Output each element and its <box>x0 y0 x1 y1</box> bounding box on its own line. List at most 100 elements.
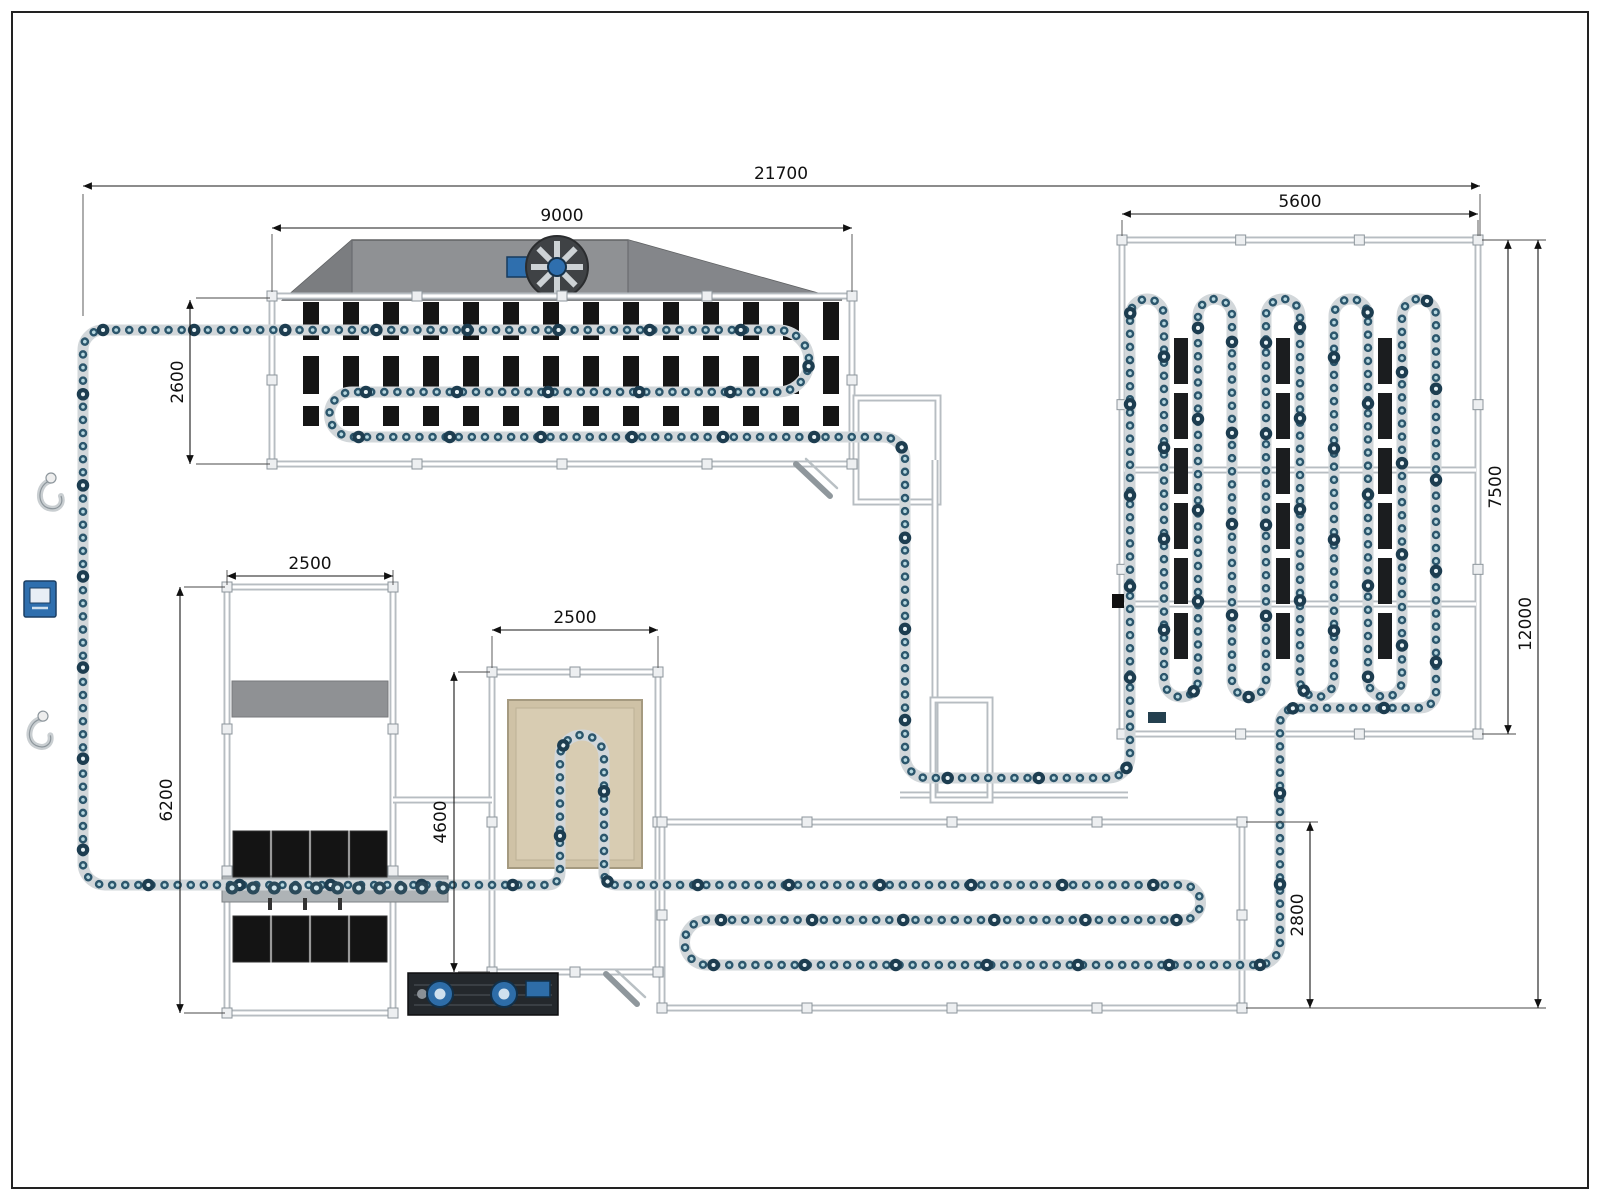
frame-connector <box>569 666 581 678</box>
frame-connector <box>946 816 958 828</box>
tray-bar <box>783 406 799 426</box>
tray-bar <box>703 406 719 426</box>
tray-bar <box>463 356 479 394</box>
tray-bar <box>383 406 399 426</box>
tray-bar <box>423 356 439 394</box>
tray-bar <box>823 356 839 394</box>
frame-connectors <box>221 234 1484 1019</box>
frame-connector <box>656 816 668 828</box>
tray-bar <box>463 406 479 426</box>
tray-bar <box>303 356 319 394</box>
rack-segment <box>1276 613 1290 659</box>
tray-bar <box>543 356 559 394</box>
chain-tensioner <box>1148 712 1166 723</box>
rack-segment <box>1174 558 1188 604</box>
frame-connector <box>1235 234 1247 246</box>
frame-connector <box>1472 234 1484 246</box>
tray-bar <box>583 406 599 426</box>
tray-bar <box>343 406 359 426</box>
tray-bar <box>343 356 359 394</box>
dim-right-zone-depth: 12000 <box>1516 597 1536 651</box>
station-block <box>232 830 271 878</box>
frame-connector <box>1236 909 1248 921</box>
frame-connector <box>1472 399 1484 411</box>
dim-center-station-depth: 4600 <box>431 800 451 843</box>
frame-connector <box>1353 728 1365 740</box>
tray-bar <box>823 302 839 340</box>
frame-connector <box>801 1002 813 1014</box>
rack-segment <box>1378 338 1392 384</box>
frame-connector <box>652 666 664 678</box>
frame-connector <box>1091 816 1103 828</box>
rack-segment <box>1174 338 1188 384</box>
frame-connector <box>1353 234 1365 246</box>
station-block <box>310 915 349 963</box>
rack-segment <box>1276 448 1290 494</box>
frame-connector <box>846 290 858 302</box>
tray-bar <box>743 356 759 394</box>
rack-segment <box>1174 503 1188 549</box>
tray-bar <box>703 356 719 394</box>
frame-connector <box>387 1007 399 1019</box>
frame-connector <box>411 458 423 470</box>
frame-connector <box>701 458 713 470</box>
rack-segment <box>1174 393 1188 439</box>
frame-connector <box>266 374 278 386</box>
control-panel <box>23 580 57 618</box>
frame-connector <box>652 966 664 978</box>
frame-connector <box>1235 728 1247 740</box>
rack-segment <box>1378 503 1392 549</box>
frame-connector <box>656 909 668 921</box>
rack-segment <box>1378 613 1392 659</box>
rack-segment <box>1378 393 1392 439</box>
carrier-hook-icon <box>26 710 54 750</box>
dim-overall-length: 21700 <box>754 164 808 184</box>
frame-connector <box>569 966 581 978</box>
tray-bar <box>623 406 639 426</box>
rack-column-grid <box>1174 338 1392 659</box>
dimension-annotations: 21700 9000 5600 2600 7500 12000 2500 <box>82 164 1546 1014</box>
frame-connector <box>387 723 399 735</box>
drawing-border <box>11 11 1589 1189</box>
frame-connector <box>1472 728 1484 740</box>
rack-segment <box>1276 338 1290 384</box>
sensor-box <box>1112 594 1124 608</box>
tray-bar <box>423 406 439 426</box>
rack-segment <box>1276 558 1290 604</box>
station-block <box>310 830 349 878</box>
tray-bar <box>663 356 679 394</box>
dim-left-station-width: 2500 <box>288 554 331 574</box>
door-swing-mark <box>603 968 647 1007</box>
tray-bar <box>303 406 319 426</box>
rack-segment <box>1174 448 1188 494</box>
tray-bar <box>383 356 399 394</box>
frame-connector <box>556 458 568 470</box>
station-block <box>349 830 388 878</box>
frame-connector <box>701 290 713 302</box>
station-block <box>271 830 310 878</box>
dim-rack-zone-depth: 7500 <box>1486 465 1506 508</box>
frame-connector <box>846 374 858 386</box>
tray-bar <box>503 356 519 394</box>
frame-connector <box>656 1002 668 1014</box>
support-post <box>338 898 342 910</box>
carrier-hook-icon <box>37 472 65 512</box>
dim-dryer-depth: 2600 <box>168 360 188 403</box>
rack-segment <box>1276 393 1290 439</box>
station-block-grid <box>232 830 388 963</box>
frame-connector <box>801 816 813 828</box>
tray-bar <box>623 356 639 394</box>
drive-unit <box>407 972 559 1016</box>
frame-connector <box>1236 816 1248 828</box>
dim-left-station-depth: 6200 <box>157 778 177 821</box>
dim-cooling-zone-depth: 2800 <box>1288 893 1308 936</box>
rack-segment <box>1378 558 1392 604</box>
roof-fan-icon <box>506 235 589 299</box>
tray-bar <box>583 356 599 394</box>
tray-bar <box>543 406 559 426</box>
frame-connector <box>221 723 233 735</box>
dim-center-station-width: 2500 <box>553 608 596 628</box>
station-block <box>232 915 271 963</box>
frame-connector <box>1116 234 1128 246</box>
